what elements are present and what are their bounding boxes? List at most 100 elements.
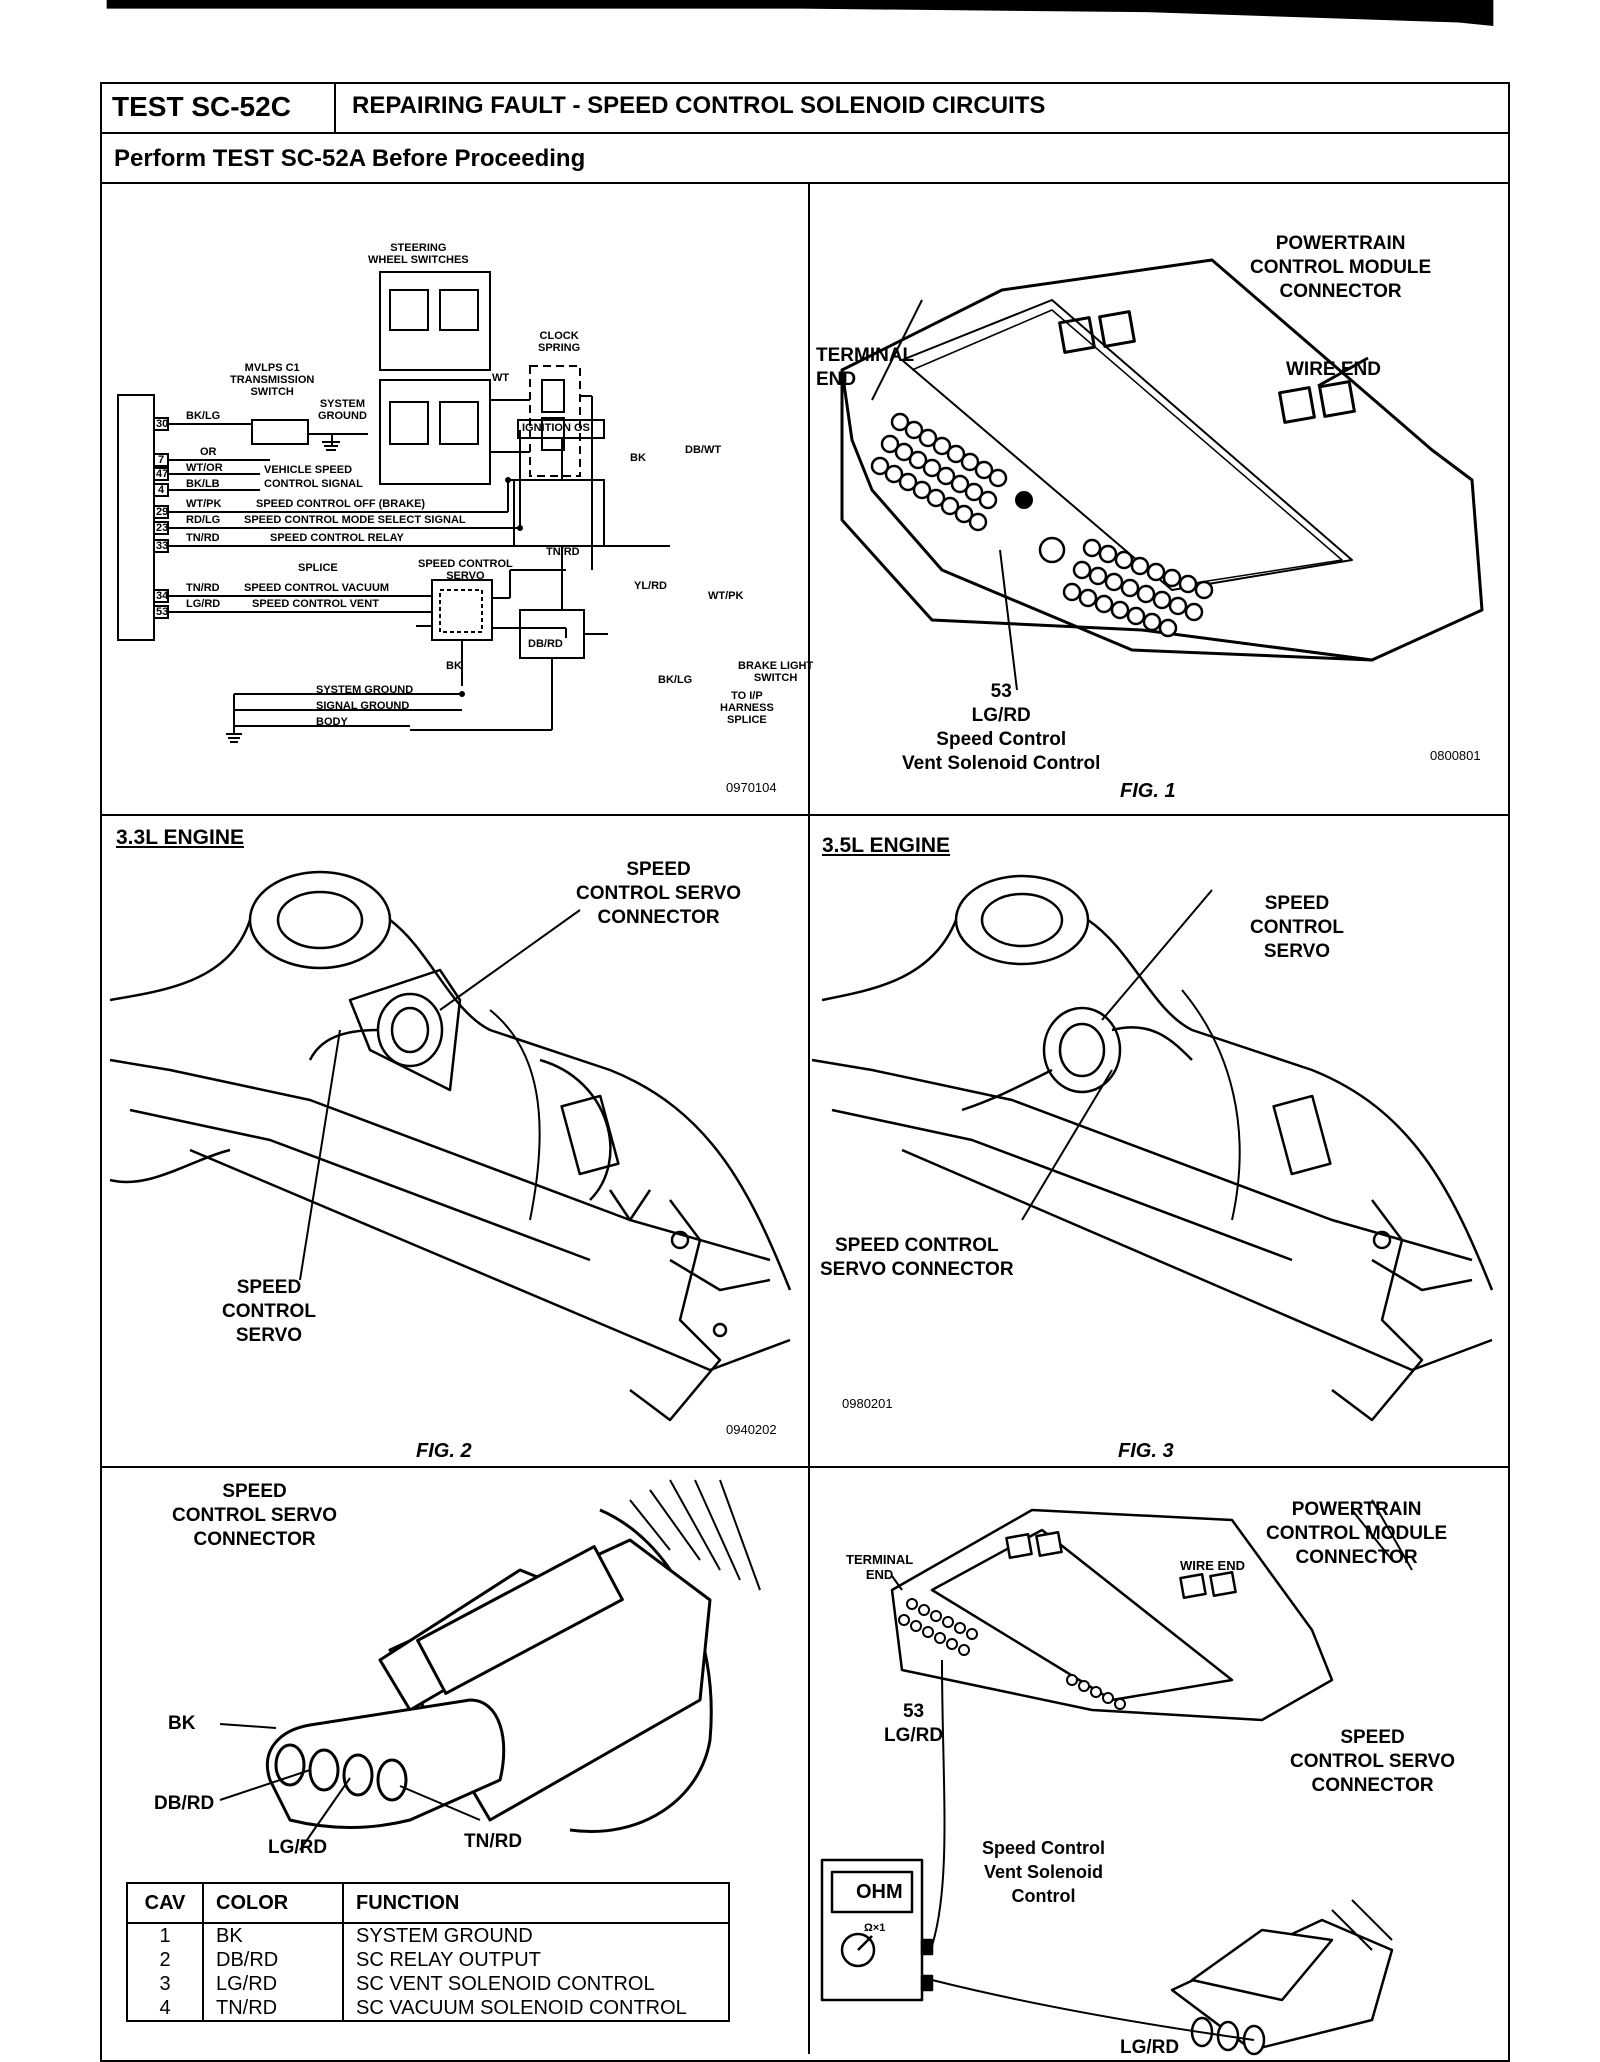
fig5-terminal-end-text: TERMINAL END [846,1552,914,1582]
pin-29: 29 [156,506,169,518]
ohmmeter-test-illustration [820,1499,1413,2056]
tnrd-right-label: TN/RD [546,546,580,558]
test-title: REPAIRING FAULT - SPEED CONTROL SOLENOID… [352,92,1046,119]
table-row: 2 DB/RD SC RELAY OUTPUT [127,1948,729,1972]
column-divider [808,184,810,2054]
ignition-label: IGNITION OS [522,422,590,434]
fig1-terminal-end: TERMINAL END [816,344,914,392]
clock-spring-label: CLOCK SPRING [538,330,580,354]
schematic-code: 0970104 [726,780,777,795]
ip-splice-text: TO I/P HARNESS SPLICE [720,690,774,726]
cavity-table: CAV COLOR FUNCTION 1 BK SYSTEM GROUND 2 … [126,1882,730,2022]
row-4-function: SC VACUUM SOLENOID CONTROL [356,1997,687,2019]
row-2-cav: 2 [127,1948,204,1972]
wire-color-8: TN/RD [186,582,220,594]
fig4-bk-label: BK [168,1713,196,1734]
fig3-connector-text: SPEED CONTROL SERVO CONNECTOR [820,1235,1014,1280]
row-2-function: SC RELAY OUTPUT [356,1949,541,1971]
wire-color-2: OR [200,446,217,458]
pin-23: 23 [156,522,169,534]
fig5-title-text: POWERTRAIN CONTROL MODULE CONNECTOR [1266,1499,1448,1568]
body-ground-label: BODY [316,716,348,728]
row-1-color: BK [203,1923,344,1948]
fig1-title-text: POWERTRAIN CONTROL MODULE CONNECTOR [1250,233,1432,302]
pin-30: 30 [156,418,169,430]
wire-color-5: WT/PK [186,498,222,510]
servo-connector-illustration [219,1479,761,1851]
dbrd-label: DB/RD [528,638,563,650]
row-4-color: TN/RD [203,1996,344,2021]
row-1-cav: 1 [127,1923,204,1948]
cavity-table-header: CAV COLOR FUNCTION [127,1883,729,1924]
fig4-tnrd-label: TN/RD [464,1831,523,1852]
wtpk-label: WT/PK [708,590,744,602]
dbwt-label: DB/WT [685,444,722,456]
signal-ground-label: SIGNAL GROUND [316,700,410,712]
wire-color-7: TN/RD [186,532,220,544]
wire-color-3: WT/OR [186,462,223,474]
pin-34: 34 [156,590,169,602]
steering-switches-label: STEERING WHEEL SWITCHES [368,242,469,266]
row-divider-1 [100,814,1510,816]
engine-33-illustration [109,870,792,1422]
row-3-function: SC VENT SOLENOID CONTROL [356,1973,655,1995]
wire-desc-5: SPEED CONTROL OFF (BRAKE) [256,498,426,510]
pin-53: 53 [156,606,169,618]
row-3-color: LG/RD [203,1972,344,1996]
col-cav: CAV [127,1883,204,1924]
bk-label: BK [630,452,646,464]
fig3-servo-text: SPEED CONTROL SERVO [1250,893,1344,962]
fig5-pin-label: 53 LG/RD [884,1700,943,1748]
fig3-code: 0980201 [842,1396,893,1411]
test-header: TEST SC-52C REPAIRING FAULT - SPEED CONT… [100,82,1510,134]
fig1-terminal-end-text: TERMINAL END [816,345,915,390]
ylrd-label: YL/RD [634,580,667,592]
fig2-servo-label: SPEED CONTROL SERVO [222,1276,316,1348]
wire-color-6: RD/LG [186,514,221,526]
pin-4: 4 [158,484,165,496]
ohmmeter-range: Ω×1 [864,1922,886,1934]
fig2-code: 0940202 [726,1422,777,1437]
system-ground-label: SYSTEM GROUND [318,398,367,422]
fig5-pin-text: 53 LG/RD [884,1701,944,1746]
fig5-vent-text: Speed Control Vent Solenoid Control [982,1838,1106,1906]
fig1-pin-callout: 53 LG/RD Speed Control Vent Solenoid Con… [902,680,1100,776]
row-divider-2 [100,1466,1510,1468]
wire-desc-9: SPEED CONTROL VENT [252,598,379,610]
splice-label: SPLICE [298,562,338,574]
system-ground-bus-label: SYSTEM GROUND [316,684,414,696]
row-4-cav: 4 [127,1996,204,2021]
row-1-function: SYSTEM GROUND [356,1925,533,1947]
wire-desc-7: SPEED CONTROL RELAY [270,532,404,544]
fig5-terminal-end: TERMINAL END [846,1552,913,1582]
wire-color-1: BK/LG [186,410,221,422]
table-row: 4 TN/RD SC VACUUM SOLENOID CONTROL [127,1996,729,2021]
system-ground-text: SYSTEM GROUND [318,398,367,422]
fig5-bottom-label: LG/RD [1120,2037,1180,2058]
bk-servo-label: BK [446,660,462,672]
brake-switch-text: BRAKE LIGHT SWITCH [738,660,814,684]
fig5-servo-conn-text: SPEED CONTROL SERVO CONNECTOR [1290,1727,1456,1796]
mvlps-text: MVLPS C1 TRANSMISSION SWITCH [230,362,315,398]
ip-splice-label: TO I/P HARNESS SPLICE [720,690,774,726]
wire-desc-8: SPEED CONTROL VACUUM [244,582,390,594]
col-function: FUNCTION [343,1883,729,1924]
fig4-title-text: SPEED CONTROL SERVO CONNECTOR [172,1481,338,1550]
row-3-cav: 3 [127,1972,204,1996]
fig2-engine-label: 3.3L ENGINE [116,826,244,849]
fig5-servo-conn-label: SPEED CONTROL SERVO CONNECTOR [1290,1726,1455,1798]
wire-color-9: LG/RD [186,598,221,610]
fig1-pin-callout-text: 53 LG/RD Speed Control Vent Solenoid Con… [902,681,1101,774]
table-row: 3 LG/RD SC VENT SOLENOID CONTROL [127,1972,729,1996]
fig2-connector-label: SPEED CONTROL SERVO CONNECTOR [576,858,741,930]
test-id: TEST SC-52C [100,82,336,132]
row-2-color: DB/RD [203,1948,344,1972]
wire-desc-6: SPEED CONTROL MODE SELECT SIGNAL [244,514,466,526]
pin-33: 33 [156,540,169,552]
wire-color-4: BK/LB [186,478,220,490]
fig4-dbrd-label: DB/RD [154,1793,215,1814]
pcm-connector-illustration [840,258,1484,691]
fig4-lgrd-label: LG/RD [268,1837,328,1858]
fig3-caption: FIG. 3 [1118,1440,1174,1462]
fig1-code: 0800801 [1430,748,1481,763]
